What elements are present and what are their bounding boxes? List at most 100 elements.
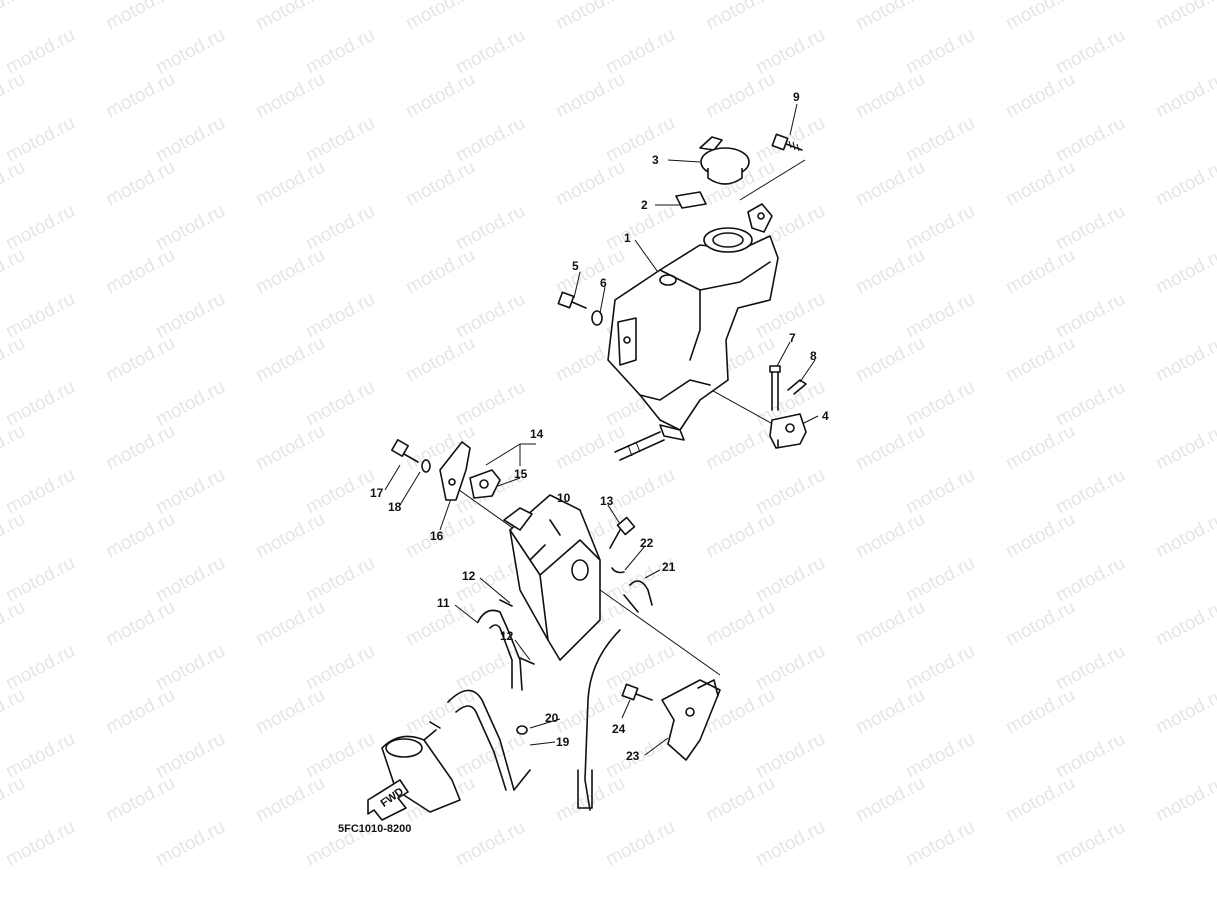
callout-24: 24	[612, 722, 626, 736]
bracket-4	[769, 413, 807, 449]
clamp-12b	[519, 657, 535, 665]
watermark-text: motod.ru	[1152, 773, 1217, 827]
watermark-text: motod.ru	[752, 817, 828, 871]
clamp-20	[516, 725, 528, 735]
washer-18	[421, 459, 431, 473]
watermark-text: motod.ru	[0, 509, 29, 563]
watermark-text: motod.ru	[102, 685, 178, 739]
callout-20: 20	[545, 711, 559, 725]
callout-19: 19	[556, 735, 570, 749]
watermark-text: motod.ru	[252, 333, 328, 387]
watermark-text: motod.ru	[1152, 509, 1217, 563]
callout-16: 16	[430, 529, 444, 543]
hose-21	[623, 580, 653, 613]
clamp-22	[611, 567, 625, 574]
watermark-text: motod.ru	[852, 69, 928, 123]
watermark-text: motod.ru	[702, 597, 778, 651]
watermark-text: motod.ru	[1152, 69, 1217, 123]
callout-2: 2	[641, 198, 648, 212]
watermark-text: motod.ru	[402, 245, 478, 299]
watermark-text: motod.ru	[452, 817, 528, 871]
watermark-text: motod.ru	[852, 0, 928, 34]
watermark-text: motod.ru	[702, 0, 778, 34]
watermark-text: motod.ru	[1152, 0, 1217, 34]
watermark-text: motod.ru	[1152, 157, 1217, 211]
watermark-text: motod.ru	[1152, 421, 1217, 475]
callout-13: 13	[600, 494, 614, 508]
callout-23: 23	[626, 749, 640, 763]
watermark-text: motod.ru	[1002, 245, 1078, 299]
watermark-layer: motod.ru motod.ru motod.ru motod.ru motod.ru…	[0, 0, 1217, 870]
clip-8	[787, 379, 807, 395]
watermark-text: motod.ru	[852, 685, 928, 739]
fitting-14	[469, 469, 501, 499]
callout-11: 11	[437, 596, 450, 610]
watermark-text: motod.ru	[1002, 0, 1078, 34]
callout-7: 7	[789, 331, 796, 345]
watermark-text: motod.ru	[1002, 421, 1078, 475]
watermark-text: motod.ru	[402, 333, 478, 387]
watermark-text: motod.ru	[402, 0, 478, 34]
callout-5: 5	[572, 259, 579, 273]
watermark-text: motod.ru	[552, 69, 628, 123]
watermark-text: motod.ru	[252, 685, 328, 739]
watermark-text: motod.ru	[252, 69, 328, 123]
watermark-text: motod.ru	[0, 245, 29, 299]
watermark-text: motod.ru	[0, 157, 29, 211]
callout-3: 3	[652, 153, 659, 167]
bracket-23	[661, 679, 721, 761]
watermark-text: motod.ru	[402, 157, 478, 211]
watermark-text: motod.ru	[902, 817, 978, 871]
overflow-tube	[584, 629, 621, 811]
watermark-text: motod.ru	[552, 421, 628, 475]
watermark-text: motod.ru	[252, 245, 328, 299]
caution-label	[675, 191, 707, 209]
callout-6: 6	[600, 276, 607, 290]
watermark-text: motod.ru	[102, 69, 178, 123]
callout-14: 14	[530, 427, 544, 441]
watermark-text: motod.ru	[1152, 685, 1217, 739]
callout-10: 10	[557, 491, 571, 505]
callout-4: 4	[822, 409, 829, 423]
watermark-text: motod.ru	[552, 0, 628, 34]
watermark-text: motod.ru	[0, 333, 29, 387]
watermark-text: motod.ru	[252, 157, 328, 211]
watermark-text: motod.ru	[0, 685, 29, 739]
watermark-text: motod.ru	[102, 333, 178, 387]
watermark-text: motod.ru	[152, 817, 228, 871]
watermark-text: motod.ru	[852, 509, 928, 563]
watermark-text: motod.ru	[0, 0, 29, 34]
watermark-text: motod.ru	[852, 333, 928, 387]
bolt-24	[621, 683, 653, 701]
watermark-text: motod.ru	[1002, 597, 1078, 651]
watermark-text: motod.ru	[1002, 333, 1078, 387]
tank-outlet-nozzle	[614, 431, 665, 461]
watermark-text: motod.ru	[102, 509, 178, 563]
radiator-cap	[699, 136, 750, 185]
watermark-text: motod.ru	[702, 421, 778, 475]
callout-22: 22	[640, 536, 654, 550]
watermark-text: motod.ru	[102, 0, 178, 34]
radiator-10	[503, 494, 601, 661]
diagram-code: 5FC1010-8200	[338, 823, 411, 835]
pin-7	[769, 365, 781, 411]
watermark-text: motod.ru	[552, 773, 628, 827]
callout-21: 21	[662, 560, 676, 574]
watermark-text: motod.ru	[2, 817, 78, 871]
callout-12a: 12	[462, 569, 476, 583]
watermark-text: motod.ru	[102, 245, 178, 299]
watermark-text: motod.ru	[852, 597, 928, 651]
watermark-text: motod.ru	[1152, 333, 1217, 387]
clamp-12a	[499, 599, 513, 607]
watermark-text: motod.ru	[852, 157, 928, 211]
hose-19	[447, 689, 531, 791]
watermark-text: motod.ru	[252, 509, 328, 563]
watermark-text: motod.ru	[852, 421, 928, 475]
washer-6	[591, 310, 603, 326]
bolt-9	[771, 133, 803, 152]
watermark-text: motod.ru	[702, 773, 778, 827]
callout-12b: 12	[500, 629, 514, 643]
watermark-text: motod.ru	[252, 773, 328, 827]
watermark-text: motod.ru	[852, 245, 928, 299]
